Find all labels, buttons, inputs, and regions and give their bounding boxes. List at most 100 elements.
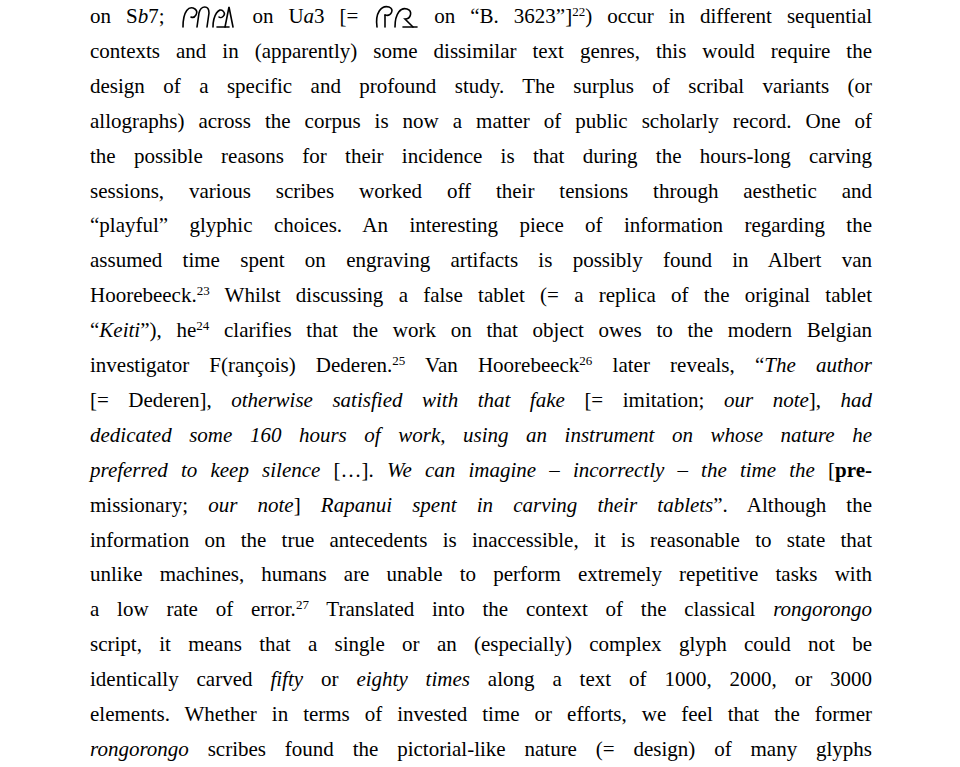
text-segment: the possible reasons for their incidence… bbox=[90, 144, 872, 168]
text-segment: on bbox=[90, 4, 111, 28]
text-line: missionary; our note] Rapanui spent in c… bbox=[90, 490, 872, 520]
text-segment: [ bbox=[828, 458, 835, 482]
text-segment: [= imitation; bbox=[584, 388, 704, 412]
text-line: allographs) across the corpus is now a m… bbox=[90, 106, 872, 136]
text-segment: b bbox=[138, 4, 149, 28]
text-line: rongorongo scribes found the pictorial-l… bbox=[90, 734, 872, 764]
text-segment: occur in different sequential bbox=[607, 4, 872, 28]
text-segment: rongorongo bbox=[773, 597, 872, 621]
glyph-stroke bbox=[403, 26, 417, 28]
text-segment: “B. 3623”] bbox=[470, 4, 572, 28]
text-segment: ”. Although the bbox=[713, 493, 872, 517]
rongorongo-glyph bbox=[373, 1, 419, 31]
text-segment: [= Dederen], bbox=[90, 388, 212, 412]
text-segment: […]. bbox=[334, 458, 374, 482]
glyph-stroke bbox=[395, 9, 413, 27]
text-segment: investigator F(rançois) Dederen. bbox=[90, 353, 392, 377]
text-segment: ) bbox=[585, 4, 592, 28]
text-segment: on bbox=[434, 4, 455, 28]
footnote-number: 24 bbox=[196, 318, 209, 333]
text-segment: sessions, various scribes worked off the… bbox=[90, 179, 872, 203]
text-segment: ] bbox=[294, 493, 301, 517]
text-segment: We can imagine – incorrectly – the time … bbox=[387, 458, 815, 482]
text-segment: Rapanui spent in carving their tablets bbox=[321, 493, 713, 517]
text-segment: on bbox=[252, 4, 273, 28]
text-line: “Keiti”), he24 clarifies that the work o… bbox=[90, 315, 872, 345]
glyph-stroke bbox=[217, 26, 229, 28]
text-line: dedicated some 160 hours of work, using … bbox=[90, 420, 872, 450]
text-segment: pre- bbox=[835, 458, 872, 482]
text-segment: U bbox=[288, 4, 303, 28]
text-segment: [= bbox=[340, 4, 359, 28]
text-line: a low rate of error.27 Translated into t… bbox=[90, 594, 872, 624]
text-line: assumed time spent on engraving artifact… bbox=[90, 245, 872, 275]
text-segment: Translated into the context of the class… bbox=[326, 597, 755, 621]
text-segment: identically carved bbox=[90, 667, 253, 691]
footnote-number: 25 bbox=[392, 353, 405, 368]
text-segment: our note bbox=[724, 388, 809, 412]
text-line: sessions, various scribes worked off the… bbox=[90, 176, 872, 206]
footnote-number: 22 bbox=[572, 4, 585, 19]
rongorongo-glyph bbox=[179, 1, 237, 31]
glyph-stroke bbox=[183, 8, 197, 27]
text-segment: elements. Whether in terms of invested t… bbox=[90, 702, 872, 726]
text-segment: ”), he bbox=[140, 318, 196, 342]
text-line: [= Dederen], otherwise satisfied with th… bbox=[90, 385, 872, 415]
text-segment: script, it means that a single or an (es… bbox=[90, 632, 872, 656]
glyph-stroke bbox=[197, 7, 209, 27]
footnote-number: 26 bbox=[579, 353, 592, 368]
text-segment: “ bbox=[90, 318, 99, 342]
text-line: contexts and in (apparently) some dissim… bbox=[90, 36, 872, 66]
text-segment: Whilst discussing a false tablet (= a re… bbox=[225, 283, 872, 307]
text-segment: later reveals, “ bbox=[613, 353, 765, 377]
glyph-stroke bbox=[385, 15, 387, 27]
text-segment: contexts and in (apparently) some dissim… bbox=[90, 39, 872, 63]
text-segment: unlike machines, humans are unable to pe… bbox=[90, 562, 872, 586]
text-line: preferred to keep silence […]. We can im… bbox=[90, 455, 872, 485]
text-segment: dedicated some 160 hours of work, using … bbox=[90, 423, 872, 447]
glyph-stroke bbox=[213, 10, 224, 27]
text-segment: a bbox=[304, 4, 315, 28]
text-line: unlike machines, humans are unable to pe… bbox=[90, 559, 872, 589]
text-line: Hoorebeeck.23 Whilst discussing a false … bbox=[90, 280, 872, 310]
text-segment: Keiti bbox=[99, 318, 140, 342]
text-segment: ], bbox=[809, 388, 821, 412]
footnote-number: 23 bbox=[197, 283, 210, 298]
text-segment: Hoorebeeck. bbox=[90, 283, 197, 307]
text-line: on Sb7; on Ua3 [= on “B. 3623”]22) occur… bbox=[90, 1, 872, 31]
text-segment: or bbox=[321, 667, 339, 691]
glyph-stroke bbox=[225, 7, 233, 27]
text-segment: scribes found the pictorial-like nature … bbox=[208, 737, 872, 761]
text-segment: a low rate of error. bbox=[90, 597, 296, 621]
text-segment: Van Hoorebeeck bbox=[425, 353, 579, 377]
text-segment: fifty bbox=[270, 667, 303, 691]
text-segment: design of a specific and profound study.… bbox=[90, 74, 872, 98]
text-segment: had bbox=[841, 388, 873, 412]
text-line: script, it means that a single or an (es… bbox=[90, 629, 872, 659]
text-segment: 7; bbox=[148, 4, 164, 28]
text-segment: “playful” glyphic choices. An interestin… bbox=[90, 213, 872, 237]
text-line: elements. Whether in terms of invested t… bbox=[90, 699, 872, 729]
footnote-number: 27 bbox=[296, 597, 309, 612]
text-line: identically carved fifty or eighty times… bbox=[90, 664, 872, 694]
text-line: investigator F(rançois) Dederen.25 Van H… bbox=[90, 350, 872, 380]
text-line: information on the true antecedents is i… bbox=[90, 525, 872, 555]
text-segment: clarifies that the work on that object o… bbox=[224, 318, 872, 342]
text-segment: assumed time spent on engraving artifact… bbox=[90, 248, 872, 272]
text-line: the possible reasons for their incidence… bbox=[90, 141, 872, 171]
text-segment: along a text of 1000, 2000, or 3000 bbox=[488, 667, 872, 691]
text-segment: rongorongo bbox=[90, 737, 189, 761]
text-segment: S bbox=[126, 4, 138, 28]
text-segment: information on the true antecedents is i… bbox=[90, 528, 872, 552]
text-segment: 3 bbox=[314, 4, 325, 28]
text-line: design of a specific and profound study.… bbox=[90, 71, 872, 101]
text-segment: allographs) across the corpus is now a m… bbox=[90, 109, 872, 133]
text-segment: eighty times bbox=[356, 667, 470, 691]
text-segment: missionary; bbox=[90, 493, 188, 517]
text-segment: preferred to keep silence bbox=[90, 458, 320, 482]
text-segment: our note bbox=[208, 493, 294, 517]
text-segment: The author bbox=[764, 353, 872, 377]
glyph-stroke bbox=[377, 7, 392, 27]
text-line: “playful” glyphic choices. An interestin… bbox=[90, 210, 872, 240]
